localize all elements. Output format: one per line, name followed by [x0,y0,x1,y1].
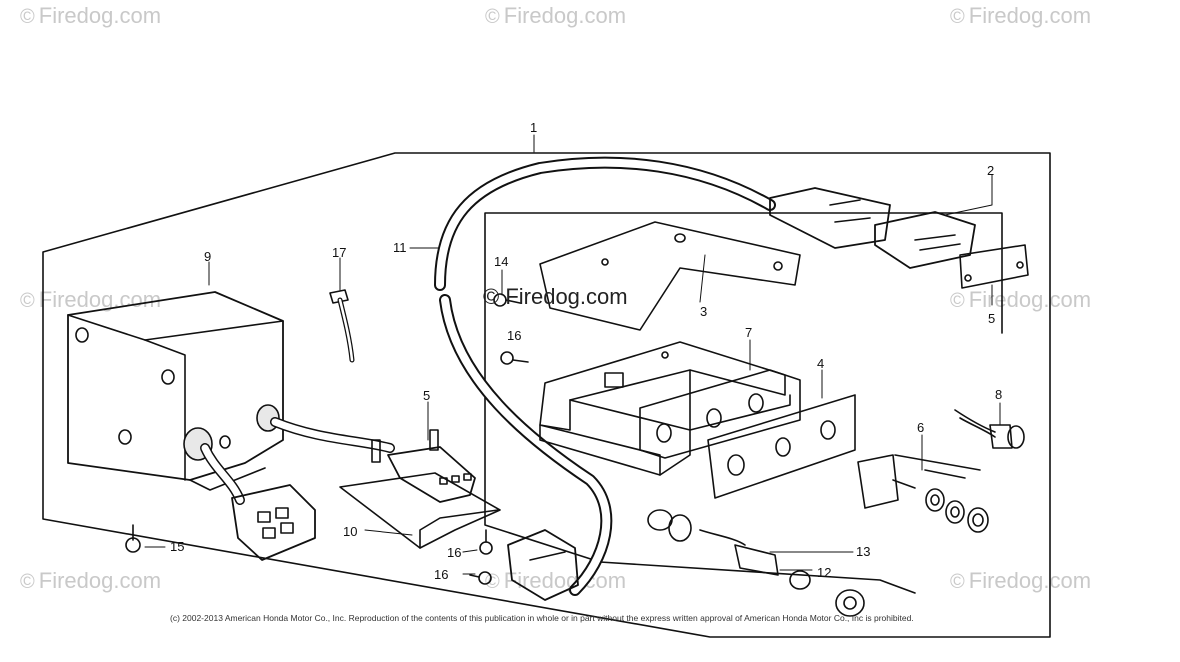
part-6-switch [857,454,989,533]
callout-10: 10 [343,524,357,539]
leader-lines [144,134,1001,575]
callout-14: 14 [494,254,508,269]
callout-5-left: 5 [423,388,430,403]
lens-bracket-frame [599,561,916,594]
part-5-connector-left [387,446,476,503]
watermark: ©Firedog.com [950,3,1092,28]
callout-8: 8 [995,387,1002,402]
part-10-bracket [339,429,501,549]
callout-11: 11 [393,240,407,255]
callout-labels: 1 2 3 4 5 5 6 7 8 9 10 11 12 13 14 15 16… [170,120,1002,582]
part-9-relay-box [67,291,284,491]
callout-7: 7 [745,325,752,340]
relay-connector [231,484,316,561]
copyright-notice: (c) 2002-2013 American Honda Motor Co., … [170,613,914,623]
callout-6: 6 [917,420,924,435]
inner-frame [484,212,1003,563]
watermark: ©Firedog.com [950,568,1092,593]
callout-16-a: 16 [507,328,521,343]
callout-1: 1 [530,120,537,135]
callout-12: 12 [817,565,831,580]
watermark: ©Firedog.com [20,3,162,28]
callout-2: 2 [987,163,994,178]
cable-11-top-connector [769,187,891,249]
callout-15: 15 [170,539,184,554]
callout-17: 17 [332,245,346,260]
part-8-indicator [954,409,1025,449]
callout-4: 4 [817,356,824,371]
part-17-clip [329,289,355,363]
callout-5-right: 5 [988,311,995,326]
cable-11-bottom-connector [507,529,579,601]
screw-15 [125,524,141,553]
screw-16c [469,571,492,585]
watermark: ©Firedog.com [950,287,1092,312]
part-4-panel [639,369,856,499]
part-3-bracket [539,221,801,331]
callout-9: 9 [204,249,211,264]
watermark: ©Firedog.com [20,568,162,593]
callout-3: 3 [700,304,707,319]
callout-16-c: 16 [434,567,448,582]
screw-16a [500,351,529,365]
screw-14 [493,293,521,307]
part-13-lens-and-washers [647,509,865,617]
callout-16-b: 16 [447,545,461,560]
assembly-frame [42,152,1051,638]
part-2-connector [874,211,1029,289]
watermark: ©Firedog.com [20,287,162,312]
callout-13: 13 [856,544,870,559]
watermark: ©Firedog.com [485,3,627,28]
part-7-housing [539,341,791,476]
watermark: ©Firedog.com [485,568,627,593]
center-watermark: © Firedog.com [483,284,628,309]
screw-16b [479,529,493,555]
